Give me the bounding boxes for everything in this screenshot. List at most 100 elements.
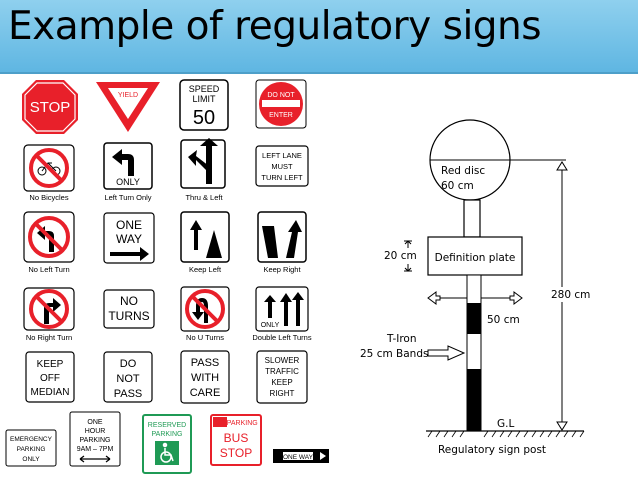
diagram-caption: Regulatory sign post	[438, 444, 546, 456]
keep-off-median-line-1: KEEP	[37, 359, 64, 370]
bus-stop-line-1: BUS	[224, 431, 249, 445]
no-bicycles-sign	[23, 144, 75, 192]
left-turn-only-sign: ONLY	[103, 142, 153, 190]
left-arrow-icon	[37, 226, 54, 252]
left-lane-line-3: TURN LEFT	[261, 173, 303, 182]
plate-width-label: 50 cm	[487, 314, 520, 326]
right-arrow-turn-icon	[44, 298, 61, 324]
right-arrow-icon	[110, 247, 149, 261]
pass-with-care-sign: PASS WITH CARE	[180, 350, 230, 404]
u-turn-arrow-icon	[192, 298, 208, 323]
caption-no-bicycles: No Bicycles	[29, 193, 68, 202]
double-left-turn-sign: ONLY	[255, 286, 309, 332]
keep-left-sign	[180, 211, 230, 263]
left-turn-arrow-icon	[112, 149, 134, 176]
double-left-arrow-icon	[264, 292, 304, 326]
one-hour-parking-sign: ONE HOUR PARKING 9AM – 7PM	[69, 411, 121, 467]
red-disc-size: 60 cm	[441, 180, 474, 192]
emergency-parking-sign: EMERGENCY PARKING ONLY	[5, 429, 57, 467]
yield-sign-text: YIELD	[118, 92, 138, 99]
ground-level-label: G.L	[497, 418, 514, 430]
do-not-pass-sign: DO NOT PASS	[103, 351, 153, 403]
thru-left-sign	[180, 138, 226, 189]
speed-limit-value: 50	[193, 107, 215, 129]
keep-right-arrow-icon	[262, 220, 302, 258]
one-way-small-text: ONE WAY	[283, 454, 314, 461]
slower-traffic-line-1: SLOWER	[265, 356, 300, 365]
emergency-parking-line-2: PARKING	[17, 446, 46, 453]
caption-keep-right: Keep Right	[263, 265, 301, 274]
caption-no-u-turns: No U Turns	[186, 333, 224, 342]
reserved-parking-line-1: RESERVED	[148, 422, 186, 429]
plate-height-label: 20 cm	[384, 250, 417, 262]
height-bottom-arrow-icon	[556, 421, 568, 431]
caption-keep-left: Keep Left	[189, 265, 222, 274]
slower-traffic-line-2: TRAFFIC	[265, 367, 299, 376]
definition-plate-label: Definition plate	[435, 252, 516, 264]
left-turn-only-text: ONLY	[116, 177, 140, 187]
emergency-parking-line-1: EMERGENCY	[10, 436, 53, 443]
no-right-turn-sign	[23, 287, 75, 331]
keep-off-median-line-3: MEDIAN	[31, 387, 70, 398]
keep-right-sign	[257, 211, 307, 263]
double-left-only-text: ONLY	[261, 322, 280, 329]
plate-width-right-arrow-icon	[509, 291, 523, 305]
pass-with-care-line-2: WITH	[191, 372, 219, 384]
sign-post-diagram: Red disc 60 cm Definition plate 20 cm 50…	[360, 119, 591, 456]
no-u-turns-sign	[180, 286, 230, 332]
double-arrow-icon	[79, 455, 111, 463]
caption-thru-left: Thru & Left	[185, 193, 223, 202]
left-lane-line-2: MUST	[271, 162, 293, 171]
one-hour-line-1: ONE	[87, 419, 103, 426]
do-not-enter-sign: DO NOT ENTER	[255, 79, 307, 129]
no-turns-line-1: NO	[120, 294, 138, 308]
definition-plate	[427, 236, 523, 276]
stop-sign: STOP	[22, 80, 78, 134]
height-top-arrow-icon	[556, 161, 568, 171]
slower-traffic-sign: SLOWER TRAFFIC KEEP RIGHT	[256, 350, 308, 404]
do-not-enter-line-2: ENTER	[269, 112, 293, 119]
left-lane-must-turn-left-sign: LEFT LANE MUST TURN LEFT	[255, 145, 309, 187]
one-hour-line-4: 9AM – 7PM	[77, 446, 114, 453]
keep-off-median-line-2: OFF	[40, 373, 60, 384]
caption-double-left-turns: Double Left Turns	[252, 333, 311, 342]
caption-left-turn-only: Left Turn Only	[104, 193, 151, 202]
speed-limit-line-1: SPEED	[189, 84, 220, 94]
no-left-turn-sign	[23, 211, 75, 263]
one-hour-line-3: PARKING	[80, 437, 111, 444]
left-lane-line-1: LEFT LANE	[262, 151, 302, 160]
bus-stop-no-parking: NO PARKING	[214, 420, 257, 427]
speed-limit-sign: SPEED LIMIT 50	[179, 79, 229, 131]
title-bar: Example of regulatory signs	[0, 0, 638, 74]
emergency-parking-line-3: ONLY	[22, 456, 40, 463]
pass-with-care-line-1: PASS	[191, 357, 220, 369]
do-not-pass-line-1: DO	[120, 358, 137, 370]
slower-traffic-line-3: KEEP	[271, 378, 292, 387]
reserved-parking-sign: RESERVED PARKING	[142, 414, 192, 474]
do-not-pass-line-3: PASS	[114, 388, 143, 400]
wheelchair-icon	[160, 442, 174, 463]
pass-with-care-line-3: CARE	[190, 387, 221, 399]
t-iron-label: T-Iron	[386, 333, 417, 345]
bus-stop-line-2: STOP	[220, 446, 252, 460]
bands-arrow-icon	[427, 345, 466, 361]
red-disc-label: Red disc	[441, 165, 485, 177]
no-turns-sign: NO TURNS	[103, 289, 155, 329]
bands-label: 25 cm Bands	[360, 348, 428, 360]
thru-left-arrow-icon	[188, 138, 218, 184]
plate-width-left-arrow-icon	[427, 291, 441, 305]
keep-off-median-sign: KEEP OFF MEDIAN	[25, 351, 75, 403]
one-way-small-sign: ONE WAY	[273, 449, 329, 463]
keep-left-arrow-icon	[190, 220, 222, 258]
reserved-parking-line-2: PARKING	[152, 431, 183, 438]
yield-sign: YIELD	[96, 82, 160, 132]
caption-no-left-turn: No Left Turn	[28, 265, 69, 274]
one-way-line-2: WAY	[116, 232, 142, 246]
slower-traffic-line-4: RIGHT	[270, 389, 295, 398]
speed-limit-line-2: LIMIT	[192, 94, 216, 104]
stop-sign-text: STOP	[30, 99, 71, 116]
one-way-sign: ONE WAY	[103, 212, 155, 264]
no-turns-line-2: TURNS	[108, 309, 149, 323]
do-not-pass-line-2: NOT	[116, 373, 140, 385]
